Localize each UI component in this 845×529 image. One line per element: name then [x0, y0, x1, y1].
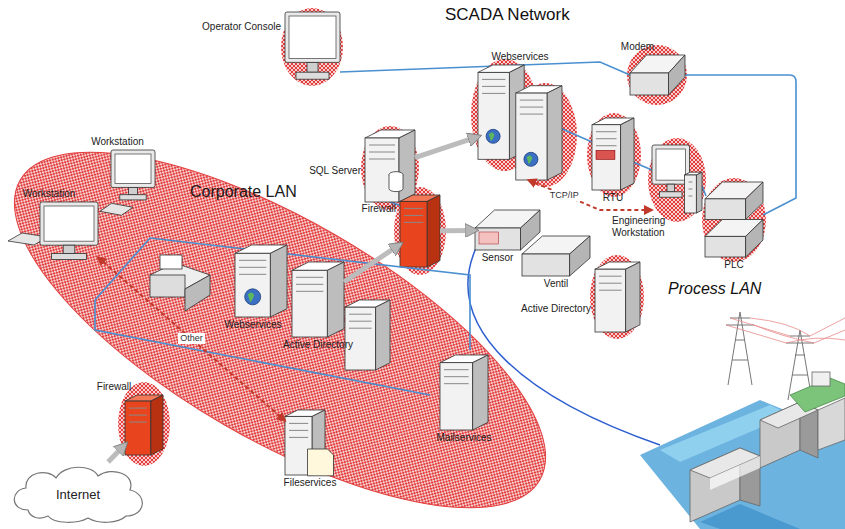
device-icon [522, 236, 590, 276]
sql-server: SQL Server [365, 130, 415, 202]
device-label: Corporate LAN [190, 182, 297, 201]
device-label: Workstation [91, 136, 144, 148]
device-label: Active Directory [283, 339, 353, 351]
active-directory: Active Directory [292, 262, 344, 337]
internet-cloud: Internet [8, 462, 148, 524]
device-icon [440, 355, 488, 430]
device-label: Ventil [544, 278, 568, 290]
device-label: PLC [724, 259, 743, 271]
device-icon [125, 395, 163, 455]
corporate-lan-region: Corporate LANWorkstationWorkstationWebse… [0, 130, 560, 515]
power-lines [726, 318, 845, 343]
device-label: Mailservices [437, 432, 492, 444]
device-icon [595, 262, 640, 332]
device-icon [285, 12, 340, 82]
device-icon [475, 210, 540, 250]
device-label: Webservices [491, 51, 548, 63]
workstation: Workstation [40, 202, 98, 262]
protocol-label: Other [178, 333, 205, 344]
device-icon [40, 202, 98, 262]
rtu: RTU [592, 118, 634, 190]
webservices: Webservices [478, 65, 562, 180]
device-label: RTU [603, 192, 623, 204]
network-zone-label: Process LAN [668, 280, 761, 298]
device-label: Modem [621, 41, 654, 53]
sensor: Sensor [475, 210, 540, 250]
workstation: Workstation [100, 150, 155, 215]
firewall: Firewall [400, 195, 440, 267]
device-icon [365, 130, 415, 202]
device-label: Sensor [482, 252, 514, 264]
device-label: Operator Console [202, 21, 281, 33]
device-label: Workstation [23, 188, 76, 200]
protocol-label: TCP/IP [548, 190, 581, 201]
device-icon [100, 150, 155, 215]
diagram-title: SCADA Network [445, 5, 570, 25]
ventil: Ventil [522, 236, 590, 276]
traffic-arrow [415, 137, 478, 158]
device-label: Active Directory [521, 303, 591, 315]
device-label: SQL Server [309, 165, 361, 177]
device-label: Internet [56, 487, 100, 503]
device-icon [705, 182, 763, 257]
dam-illustration [640, 372, 845, 529]
device-icon [630, 55, 685, 95]
scada-bus [340, 62, 796, 215]
device-label: Webservices [224, 319, 281, 331]
device-icon [292, 262, 344, 337]
mailservices: Mailservices [440, 355, 488, 430]
modem: Modem [630, 55, 685, 95]
operator-console: Operator Console [285, 12, 340, 82]
device-icon [285, 410, 335, 475]
device-label: Fileservices [284, 477, 337, 489]
device-label: Firewall [97, 381, 131, 393]
device-label: Engineering Workstation [612, 215, 692, 239]
webservices: Webservices [235, 245, 287, 317]
device-label: Firewall [362, 203, 396, 215]
active-directory: Active Directory [595, 262, 640, 332]
device-icon [652, 145, 702, 213]
device-icon [592, 118, 634, 190]
engineering-workstation: Engineering Workstation [652, 145, 702, 213]
plc: PLC [705, 182, 763, 257]
device-icon [235, 245, 287, 317]
device-icon [400, 195, 440, 267]
fileservices: Fileservices [285, 410, 335, 475]
device-icon [478, 65, 562, 180]
firewall: Firewall [125, 395, 163, 455]
power-pylons [726, 312, 814, 400]
